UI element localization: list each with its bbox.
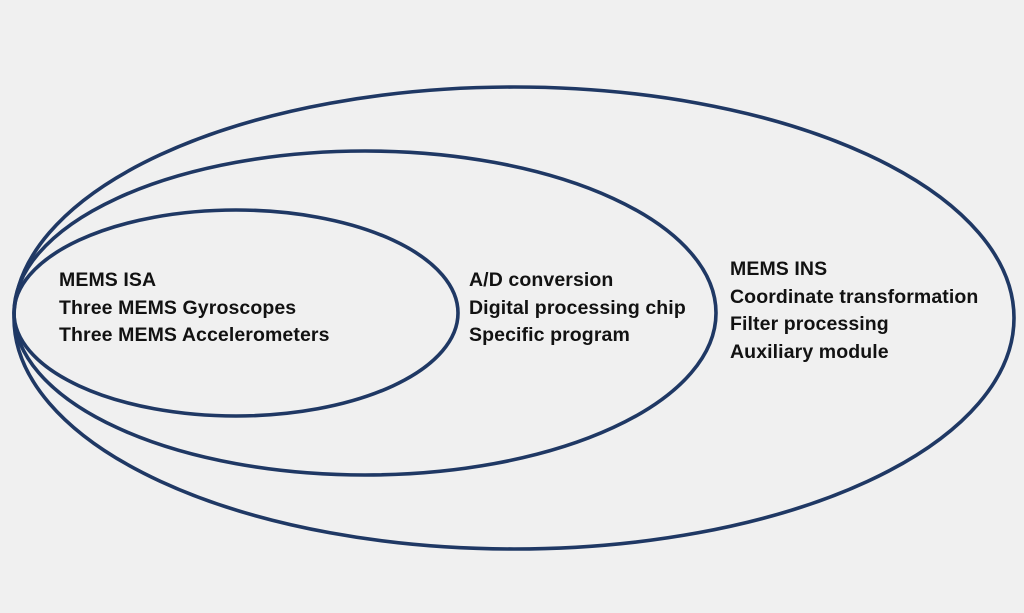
label-mems-ins: MEMS INS Coordinate transformation Filte… — [730, 256, 978, 366]
label-mems-ins-line: Coordinate transformation — [730, 285, 979, 308]
label-signal-processing-line: Digital processing chip — [469, 296, 686, 319]
label-mems-isa-line: Three MEMS Gyroscopes — [59, 296, 297, 319]
label-signal-processing-line: Specific program — [469, 324, 630, 346]
label-mems-ins-title: MEMS INS — [730, 258, 828, 280]
label-mems-ins-line: Filter processing — [730, 313, 889, 335]
label-mems-isa: MEMS ISA Three MEMS Gyroscopes Three MEM… — [59, 267, 330, 350]
label-mems-ins-line: Auxiliary module — [730, 340, 889, 363]
label-signal-processing: A/D conversion Digital processing chip S… — [469, 267, 686, 350]
label-mems-isa-title: MEMS ISA — [59, 269, 157, 291]
inner-ellipse-mems-isa — [12, 208, 460, 418]
label-signal-processing-title: A/D conversion — [469, 269, 614, 291]
label-mems-isa-line: Three MEMS Accelerometers — [59, 324, 330, 346]
